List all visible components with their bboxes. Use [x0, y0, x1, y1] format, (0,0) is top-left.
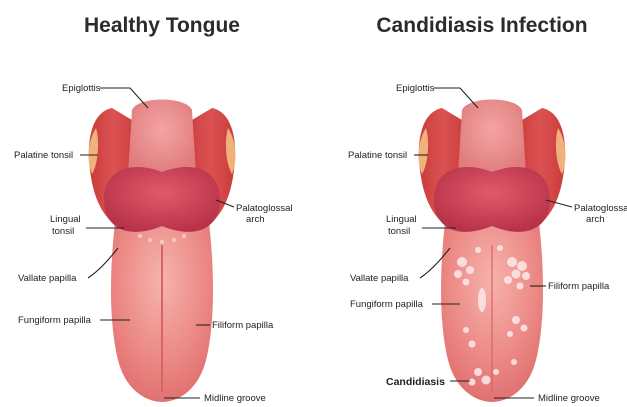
panel-title: Candidiasis Infection — [376, 14, 587, 37]
label-lingual-tonsil-1: Lingual — [386, 214, 417, 225]
label-palatine-tonsil: Palatine tonsil — [14, 150, 73, 161]
label-candidiasis: Candidiasis — [386, 376, 445, 388]
label-lingual-tonsil-1: Lingual — [50, 214, 81, 225]
label-palatine-tonsil: Palatine tonsil — [348, 150, 407, 161]
label-palatoglossal-arch-2: arch — [586, 214, 604, 225]
label-epiglottis: Epiglottis — [62, 83, 101, 94]
label-palatoglossal-arch-2: arch — [246, 214, 264, 225]
label-lingual-tonsil-2: tonsil — [52, 226, 74, 237]
epiglottis-shape — [128, 100, 196, 176]
label-fungiform-papilla: Fungiform papilla — [18, 315, 92, 326]
label-midline-groove: Midline groove — [204, 393, 266, 404]
label-palatoglossal-arch-1: Palatoglossa — [574, 203, 627, 214]
label-palatoglossal-arch-1: Palatoglossal — [236, 203, 293, 214]
label-vallate-papilla: Vallate papilla — [18, 273, 77, 284]
tongue-illustration-healthy — [89, 100, 236, 403]
palatoglossal-arch — [434, 167, 550, 232]
panel-candidiasis: Candidiasis Infection Epigl — [348, 14, 627, 404]
label-fungiform-papilla: Fungiform papilla — [350, 299, 424, 310]
panel-healthy: Healthy Tongue Epiglottis Palatine to — [14, 14, 293, 404]
label-filiform-papilla: Filiform papilla — [212, 320, 274, 331]
epiglottis-shape — [458, 100, 526, 176]
label-filiform-papilla: Filiform papilla — [548, 281, 610, 292]
label-lingual-tonsil-2: tonsil — [388, 226, 410, 237]
palatoglossal-arch — [104, 167, 220, 232]
label-midline-groove: Midline groove — [538, 393, 600, 404]
tongue-illustration-candidiasis — [419, 100, 566, 403]
label-epiglottis: Epiglottis — [396, 83, 435, 94]
panel-title: Healthy Tongue — [84, 14, 240, 37]
label-vallate-papilla: Vallate papilla — [350, 273, 409, 284]
